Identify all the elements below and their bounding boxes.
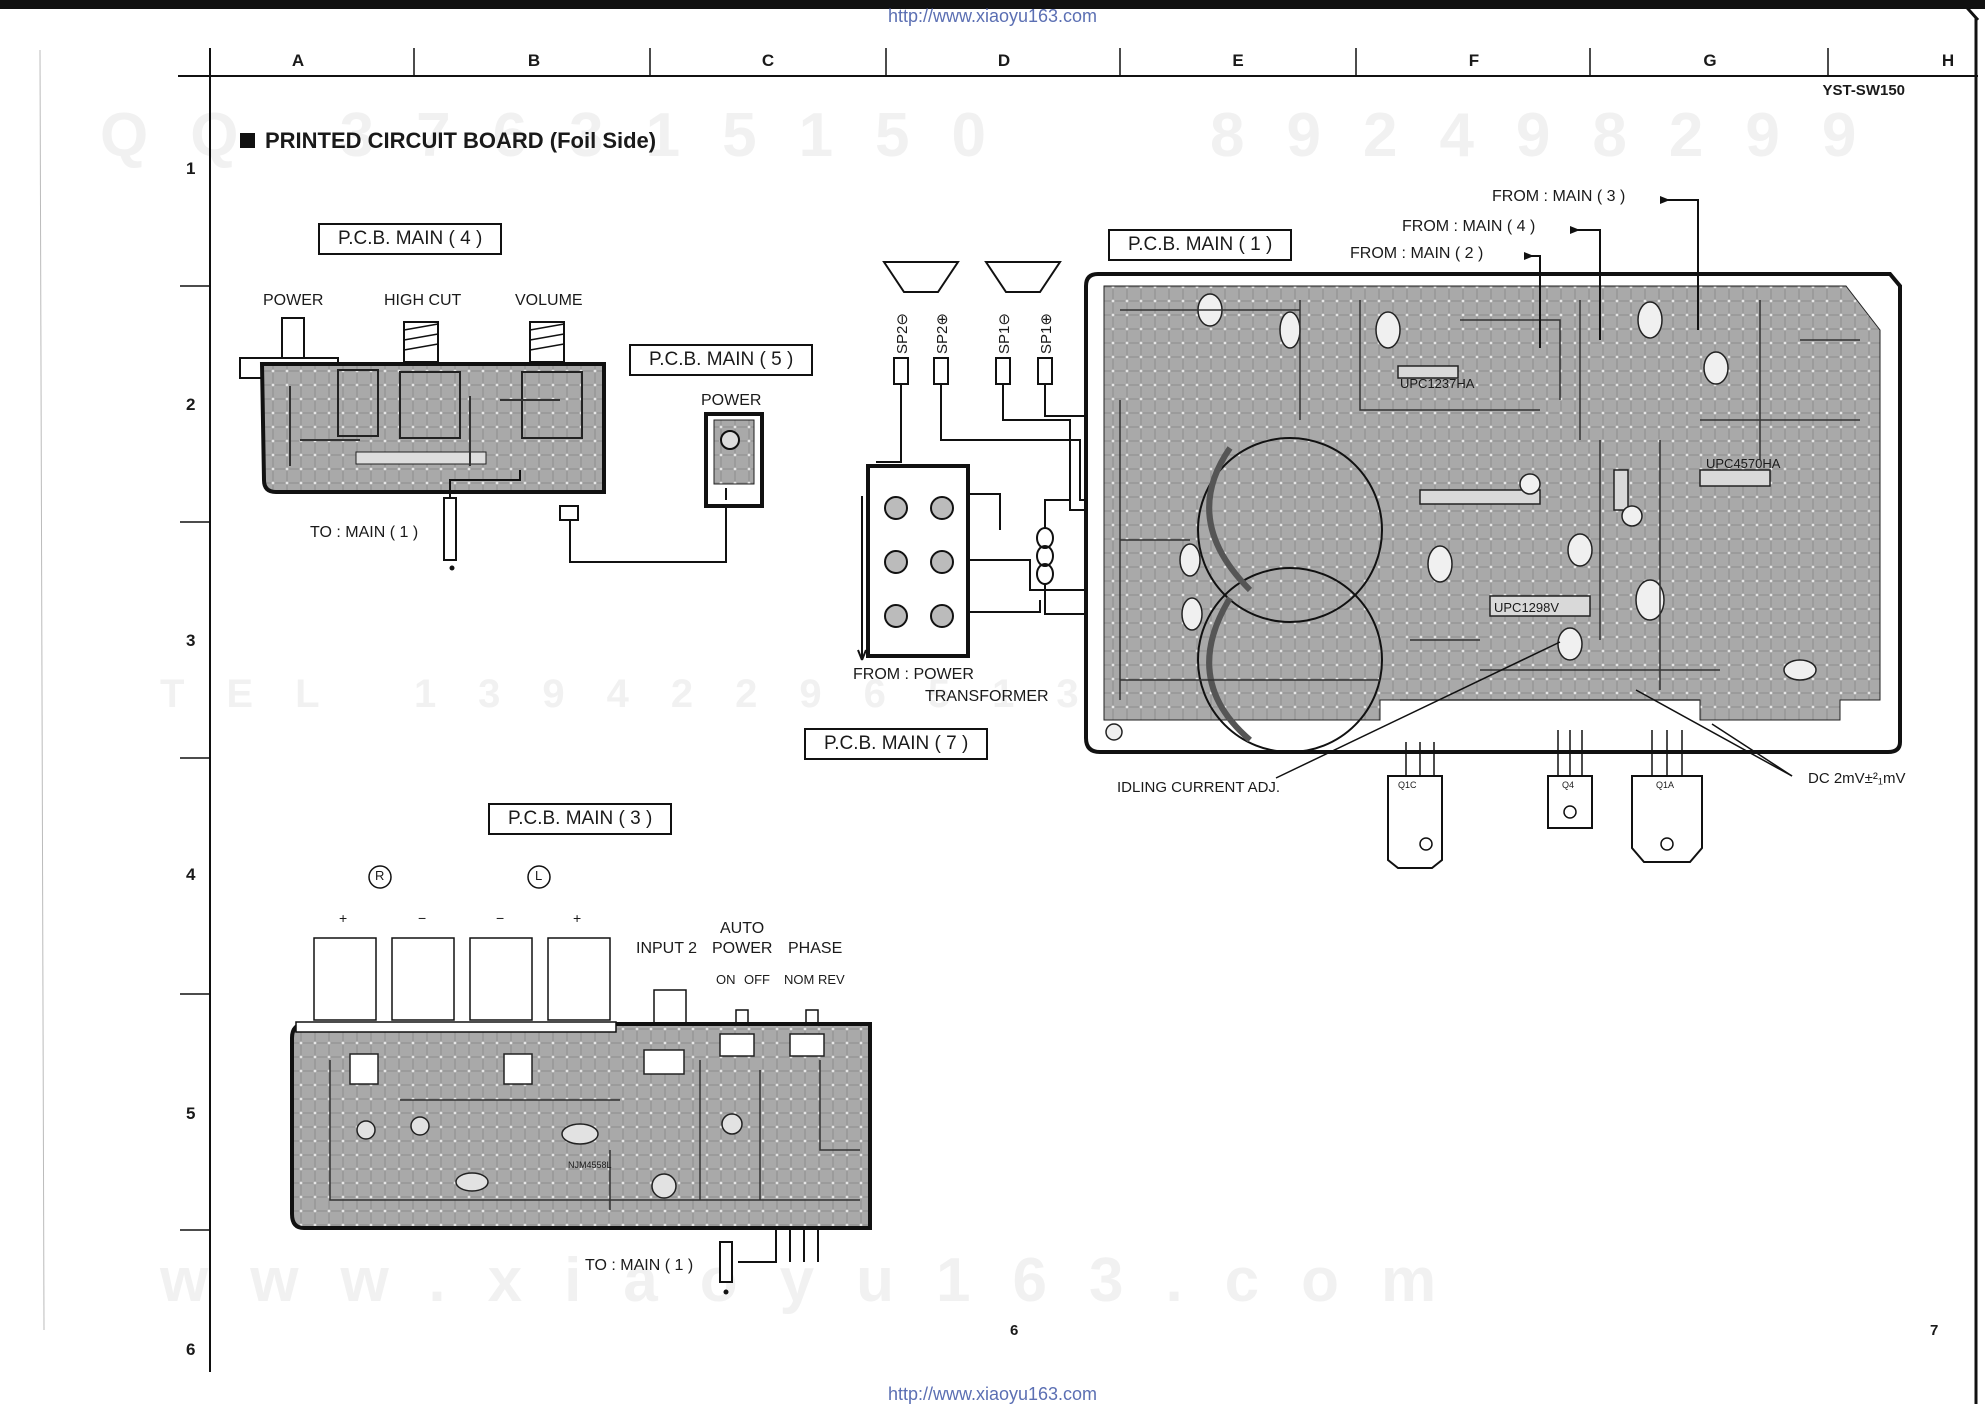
model-number: YST-SW150 <box>1822 82 1905 99</box>
board-label-main3: P.C.B. MAIN ( 3 ) <box>488 803 673 835</box>
grid-col-a: A <box>291 51 305 70</box>
title-bullet-icon <box>240 133 255 148</box>
phase-label: PHASE <box>788 940 843 957</box>
terminal-polarity-1: + <box>339 910 348 926</box>
from-power-transformer-2: TRANSFORMER <box>925 688 1049 705</box>
control-label-power: POWER <box>263 292 324 309</box>
grid-row-2: 2 <box>186 395 196 414</box>
speaker-sp2-minus: SP2⊖ <box>894 313 911 354</box>
auto-power-label: POWER <box>712 940 773 957</box>
terminal-polarity-3: − <box>496 910 505 926</box>
page-number-right: 7 <box>1930 1322 1939 1339</box>
board-label-main5: P.C.B. MAIN ( 5 ) <box>629 344 814 376</box>
main4-to-main1: TO : MAIN ( 1 ) <box>310 524 419 541</box>
grid-col-h: H <box>1941 51 1955 70</box>
input2-label: INPUT 2 <box>636 940 698 957</box>
grid-col-g: G <box>1703 51 1717 70</box>
from-power-transformer-1: FROM : POWER <box>853 666 974 683</box>
grid-row-5: 5 <box>186 1104 196 1123</box>
watermark-tel: TEL 13942296513 <box>160 672 1121 716</box>
auto-label: AUTO <box>720 920 765 937</box>
idling-current-adj: IDLING CURRENT ADJ. <box>1117 779 1281 796</box>
ic-upc1298v: UPC1298V <box>1494 600 1560 615</box>
control-label-volume: VOLUME <box>515 292 583 309</box>
speaker-sp2-plus: SP2⊕ <box>934 313 951 354</box>
speaker-sp1-minus: SP1⊖ <box>996 313 1013 354</box>
control-label-high-cut: HIGH CUT <box>384 292 462 309</box>
watermark-number: 892498299 <box>1210 101 1899 170</box>
dc-voltage-note: DC 2mV±²₁mV <box>1808 770 1906 787</box>
switch-off: OFF <box>744 972 770 987</box>
from-main2: FROM : MAIN ( 2 ) <box>1350 245 1484 262</box>
ic-njm4558l: NJM4558L <box>568 1160 612 1170</box>
switch-nom: NOM <box>784 972 815 987</box>
board-label-main1: P.C.B. MAIN ( 1 ) <box>1108 229 1293 261</box>
grid-row-4: 4 <box>186 865 196 884</box>
terminal-polarity-4: + <box>573 910 582 926</box>
transistor-q1c: Q1C <box>1398 780 1417 790</box>
switch-rev: REV <box>818 972 845 987</box>
ic-upc4570ha: UPC4570HA <box>1706 456 1781 471</box>
channel-r: R <box>375 868 385 883</box>
speaker-sp1-plus: SP1⊕ <box>1038 313 1055 354</box>
ic-upc1237ha: UPC1237HA <box>1400 376 1475 391</box>
source-url-bottom[interactable]: http://www.xiaoyu163.com <box>887 1384 1098 1404</box>
grid-col-b: B <box>527 51 541 70</box>
terminal-polarity-2: − <box>418 910 427 926</box>
board-label-main4: P.C.B. MAIN ( 4 ) <box>318 223 503 255</box>
transistor-q1a: Q1A <box>1656 780 1675 790</box>
board-label-main7: P.C.B. MAIN ( 7 ) <box>804 728 989 760</box>
main5-power-label: POWER <box>701 392 762 409</box>
switch-on: ON <box>716 972 736 987</box>
from-main4: FROM : MAIN ( 4 ) <box>1402 218 1536 235</box>
watermark-site: www.xiaoyu163.com <box>160 1246 1479 1315</box>
grid-row-3: 3 <box>186 631 196 650</box>
grid-col-c: C <box>761 51 775 70</box>
grid-row-1: 1 <box>186 159 196 178</box>
channel-l: L <box>535 868 543 883</box>
grid-col-d: D <box>997 51 1011 70</box>
main3-to-main1: TO : MAIN ( 1 ) <box>585 1257 694 1274</box>
source-url-top[interactable]: http://www.xiaoyu163.com <box>887 6 1098 26</box>
transistor-q4: Q4 <box>1562 780 1575 790</box>
grid-row-6: 6 <box>186 1340 196 1359</box>
from-main3: FROM : MAIN ( 3 ) <box>1492 188 1626 205</box>
page-number-left: 6 <box>1010 1322 1019 1339</box>
page-title: PRINTED CIRCUIT BOARD (Foil Side) <box>240 128 656 154</box>
grid-col-e: E <box>1232 51 1244 70</box>
grid-col-f: F <box>1468 51 1480 70</box>
